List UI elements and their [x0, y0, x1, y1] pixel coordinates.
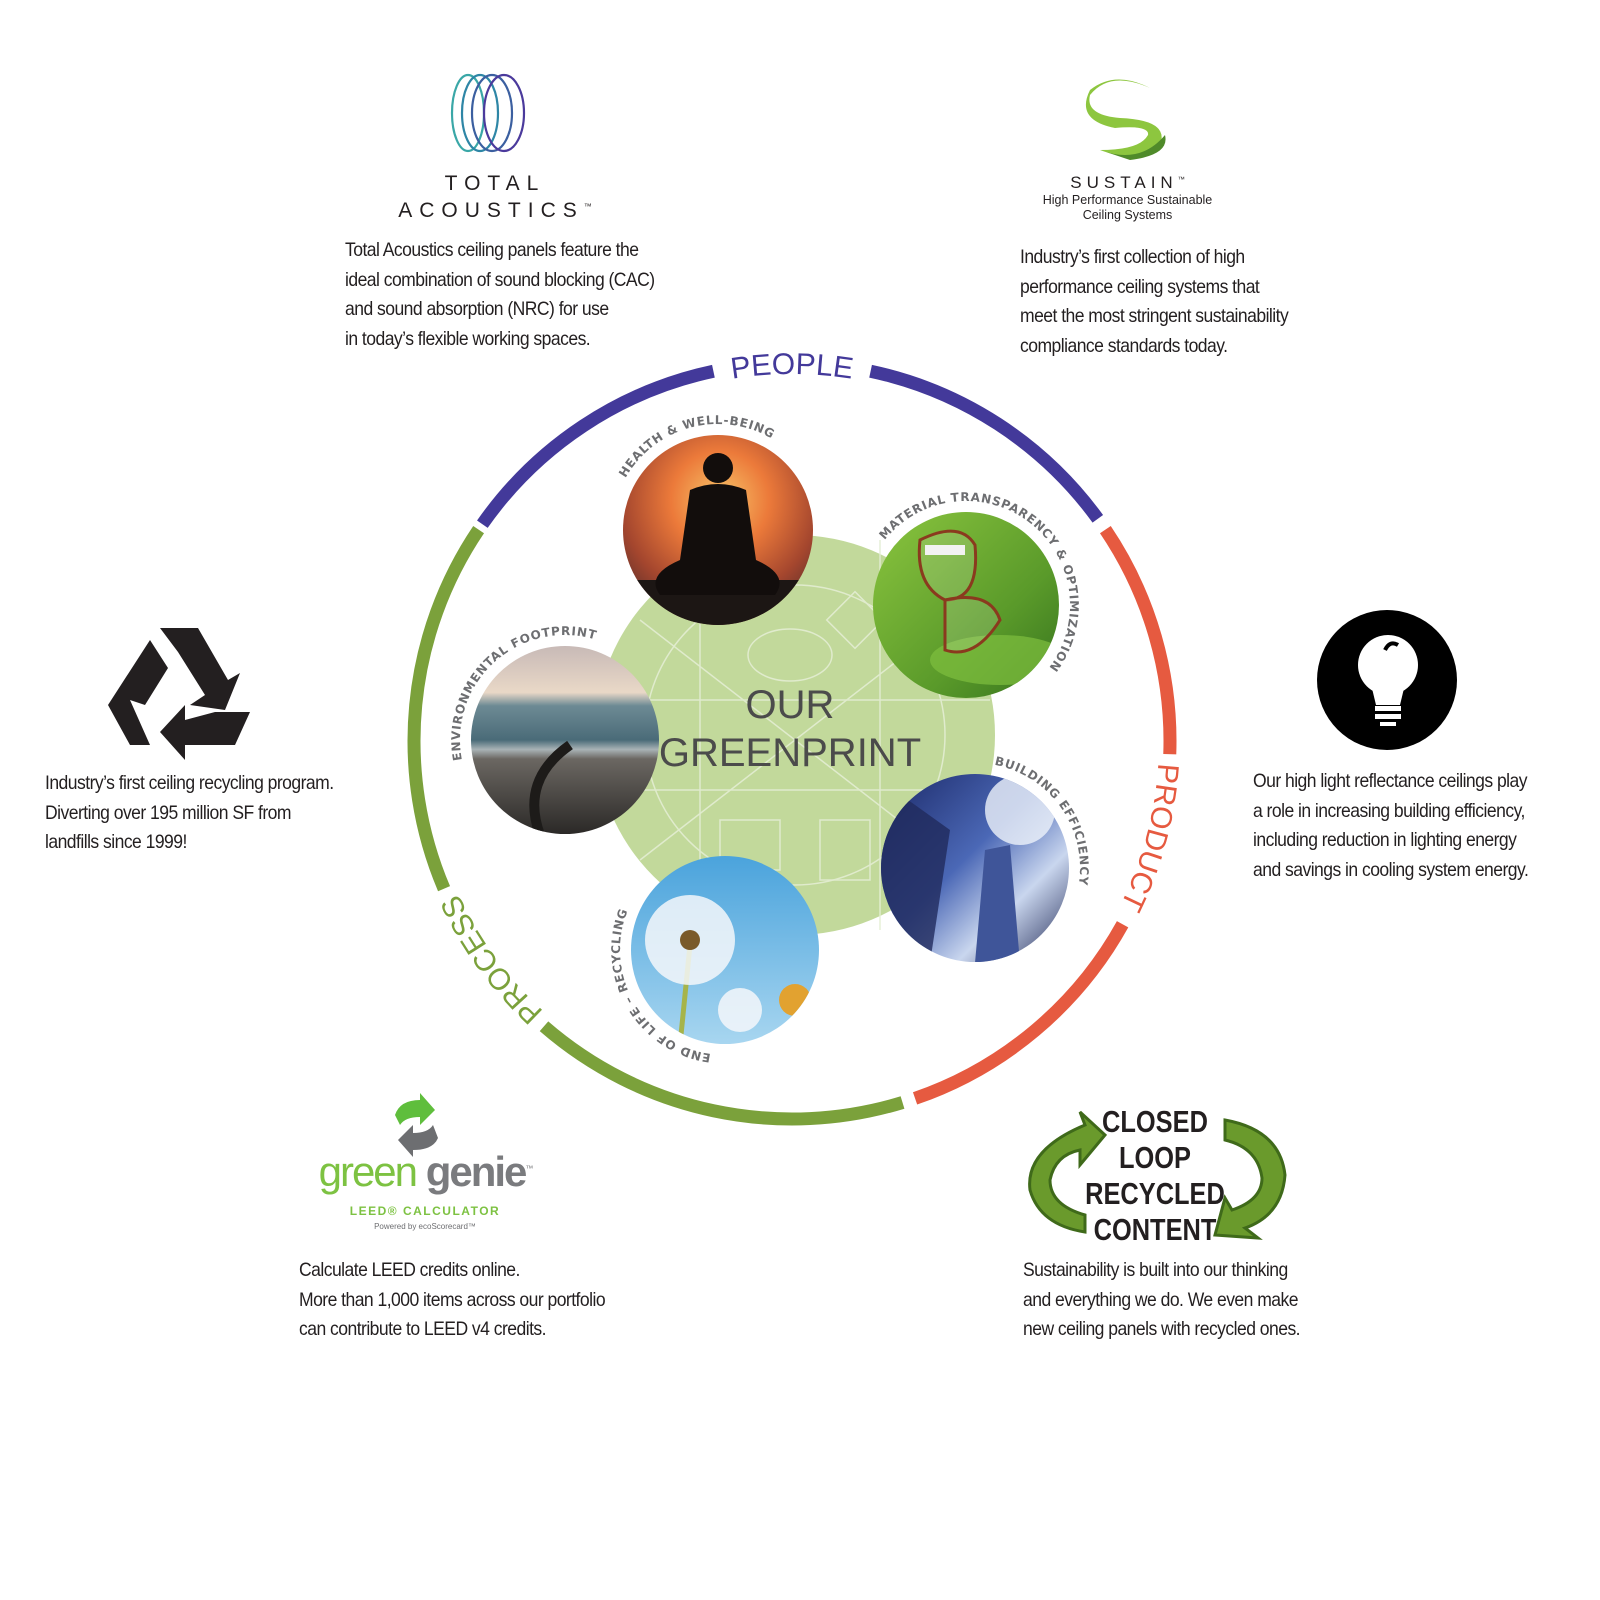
text-line: ideal combination of sound blocking (CAC…: [345, 268, 655, 291]
butterfly-illustration: [917, 529, 1002, 654]
product-label: PRODUCT: [1114, 762, 1184, 916]
meditating-person-silhouette: [655, 453, 780, 595]
trademark: ™: [525, 1164, 533, 1173]
closed-loop-line: LOOP: [1119, 1141, 1191, 1176]
process-segment: [407, 525, 485, 892]
text-line: new ceiling panels with recycled ones.: [1023, 1318, 1301, 1340]
closed-loop-description: Sustainability is built into our thinkin…: [1023, 1256, 1301, 1345]
text-line: can contribute to LEED v4 credits.: [299, 1318, 547, 1340]
total-acoustics-description: Total Acoustics ceiling panels feature t…: [345, 236, 655, 354]
center-title-line1: OUR: [746, 683, 835, 727]
text-line: Industry’s first ceiling recycling progr…: [45, 772, 334, 794]
logo-word: SUSTAIN: [1070, 173, 1178, 192]
text-line: and savings in cooling system energy.: [1253, 858, 1529, 881]
photo-dandelion: [631, 856, 819, 1044]
process-label: PROCESS: [435, 890, 549, 1030]
lightbulb-icon: [1317, 610, 1457, 750]
text-line: in today’s flexible working spaces.: [345, 327, 591, 350]
logo-genie: genie: [425, 1148, 528, 1195]
logo-line: ACOUSTICS: [398, 199, 584, 222]
logo-subtitle: Ceiling Systems: [1082, 208, 1173, 222]
sustain-description: Industry’s first collection of high perf…: [1020, 243, 1289, 361]
text-line: performance ceiling systems that: [1020, 275, 1260, 298]
people-label: PEOPLE: [729, 348, 856, 386]
recycling-description: Industry’s first ceiling recycling progr…: [45, 769, 334, 858]
photo-material: [873, 512, 1059, 698]
outer-ring: [407, 364, 1177, 1126]
green-genie-logo: green genie™ LEED® CALCULATOR Powered by…: [295, 1147, 555, 1233]
process-segment: [539, 1021, 905, 1126]
green-genie-description: Calculate LEED credits online. More than…: [299, 1256, 606, 1345]
text-line: a role in increasing building efficiency…: [1253, 799, 1525, 822]
recycling-icon: [108, 628, 250, 760]
product-segment: [1099, 525, 1177, 755]
text-line: and everything we do. We even make: [1023, 1288, 1299, 1311]
text-line: meet the most stringent sustainability: [1020, 305, 1289, 327]
people-segment: [477, 364, 715, 528]
powered-by-label: Powered by ecoScorecard™: [374, 1222, 476, 1231]
text-line: Calculate LEED credits online.: [299, 1259, 520, 1281]
text-line: and sound absorption (NRC) for use: [345, 298, 609, 320]
text-line: including reduction in lighting energy: [1253, 829, 1517, 851]
product-segment: [912, 921, 1129, 1105]
total-acoustics-logo: TOTAL ACOUSTICS™: [380, 170, 610, 224]
sustain-logo: SUSTAIN™ High Performance Sustainable Ce…: [1020, 172, 1235, 223]
text-line: landfills since 1999!: [45, 831, 187, 853]
text-line: compliance standards today.: [1020, 334, 1228, 357]
text-line: Sustainability is built into our thinkin…: [1023, 1259, 1288, 1281]
closed-loop-logo-text: CLOSED LOOP RECYCLED CONTENT: [1085, 1105, 1225, 1248]
people-segment: [869, 364, 1104, 523]
photo-environmental: [471, 646, 659, 834]
text-line: More than 1,000 items across our portfol…: [299, 1288, 606, 1311]
text-line: Total Acoustics ceiling panels feature t…: [345, 239, 639, 261]
green-genie-arrows-icon: [395, 1093, 438, 1157]
text-line: Diverting over 195 million SF from: [45, 801, 291, 824]
trademark: ™: [583, 202, 592, 211]
logo-subtitle: High Performance Sustainable: [1042, 193, 1213, 207]
logo-green: green: [318, 1148, 418, 1195]
sustain-logo-icon: [1085, 79, 1166, 160]
center-title-line2: GREENPRINT: [659, 731, 921, 775]
logo-line: TOTAL: [444, 172, 546, 195]
text-line: Industry’s first collection of high: [1020, 246, 1245, 268]
text-line: Our high light reflectance ceilings play: [1253, 770, 1528, 792]
lightbulb-description: Our high light reflectance ceilings play…: [1253, 767, 1529, 885]
trademark: ™: [1177, 176, 1185, 184]
closed-loop-arrows-icon: [1028, 1110, 1287, 1240]
closed-loop-line: RECYCLED: [1085, 1177, 1225, 1212]
leed-calculator-label: LEED® CALCULATOR: [349, 1204, 501, 1218]
total-acoustics-logo-icon: [450, 73, 526, 153]
photo-health: [623, 435, 813, 625]
closed-loop-line: CLOSED: [1102, 1105, 1208, 1140]
closed-loop-line: CONTENT: [1094, 1213, 1217, 1248]
